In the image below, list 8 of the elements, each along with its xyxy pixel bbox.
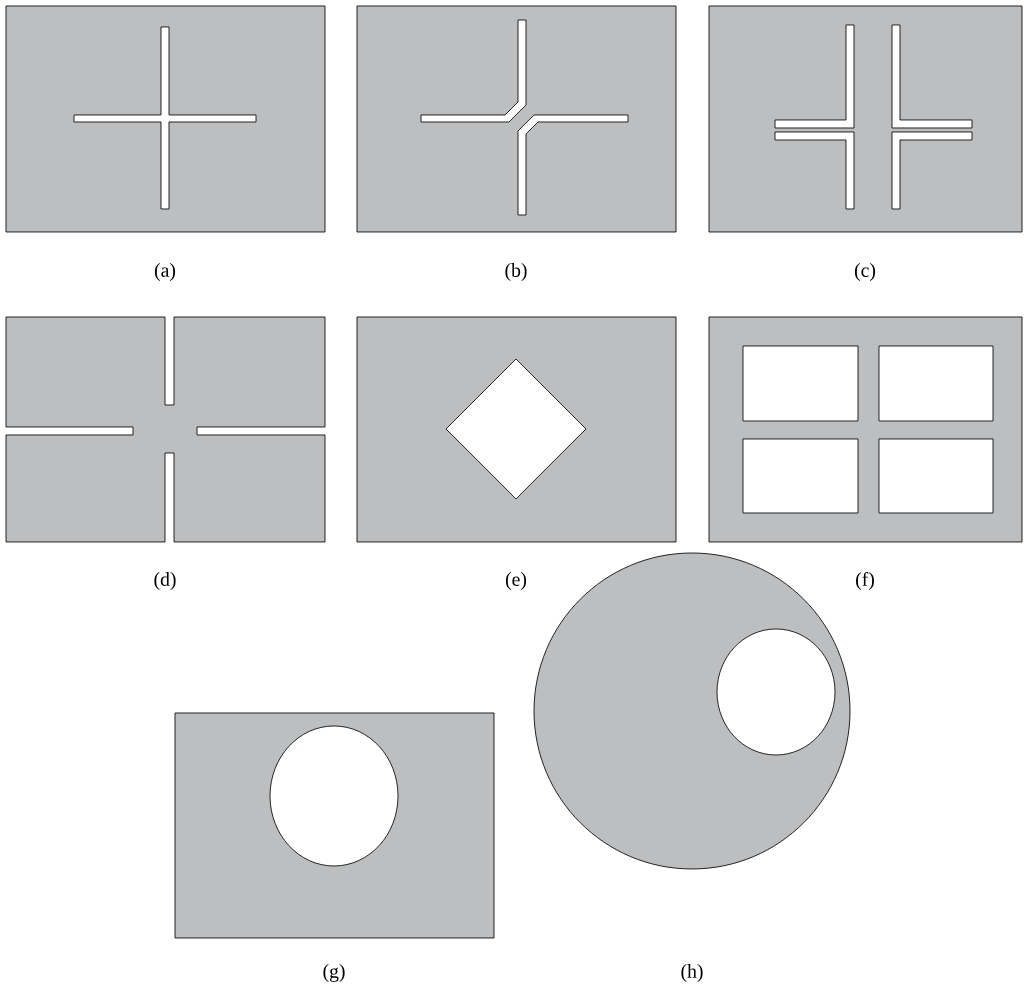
panel-label: (g) <box>323 964 345 982</box>
panel-label: (f) <box>856 571 874 590</box>
panel-label: (d) <box>154 572 176 590</box>
panel-label: (c) <box>854 263 876 281</box>
panel-label: (h) <box>681 964 703 982</box>
panel-label: (e) <box>505 572 527 590</box>
panel-label: (a) <box>154 263 176 281</box>
panel-label: (b) <box>505 263 527 281</box>
